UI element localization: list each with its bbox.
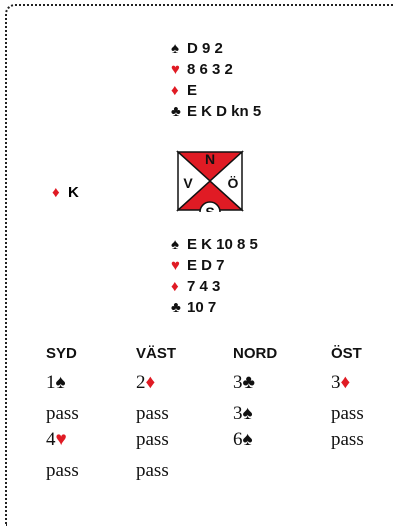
bid-cell: pass — [136, 403, 169, 424]
bid-cell: 3♦ — [331, 372, 350, 394]
bid-cell: 1♠ — [46, 372, 66, 394]
south-spades: E K 10 8 5 — [187, 236, 258, 253]
bid-cell: pass — [136, 460, 169, 481]
bid-cell: pass — [46, 403, 79, 424]
compass-south-circle — [199, 201, 221, 212]
club-icon: ♣ — [242, 372, 255, 393]
south-hand: ♠ E K 10 8 5 ♥ E D 7 ♦ 7 4 3 ♣ 10 7 — [171, 234, 258, 318]
north-diamonds: E — [187, 82, 198, 99]
bid-cell: pass — [331, 403, 364, 424]
compass-diagram: N V Ö S — [176, 150, 244, 212]
bid-level: 3 — [233, 372, 243, 393]
bid-level: 3 — [233, 403, 243, 424]
bid-level: 3 — [331, 372, 341, 393]
bid-cell: 6♠ — [233, 429, 253, 451]
club-icon: ♣ — [171, 103, 181, 120]
south-clubs-row: ♣ 10 7 — [171, 297, 258, 318]
south-diamonds-row: ♦ 7 4 3 — [171, 276, 258, 297]
heart-icon: ♥ — [171, 257, 180, 274]
west-lead-card: K — [68, 184, 79, 201]
west-lead: ♦K — [52, 184, 79, 201]
diagram-frame — [5, 4, 395, 526]
south-clubs: 10 7 — [187, 299, 217, 316]
compass-south-label: S — [205, 204, 214, 212]
north-hearts-row: ♥ 8 6 3 2 — [171, 59, 261, 80]
bid-cell: pass — [136, 429, 169, 450]
spade-icon: ♠ — [242, 429, 253, 450]
bid-cell: 2♦ — [136, 372, 155, 394]
bid-level: 1 — [46, 372, 56, 393]
compass-east-label: Ö — [228, 175, 239, 191]
bid-level: 2 — [136, 372, 146, 393]
bid-cell: pass — [331, 429, 364, 450]
bid-level: 6 — [233, 429, 243, 450]
compass-east-triangle — [208, 150, 243, 212]
diamond-icon: ♦ — [145, 372, 156, 393]
compass-west-label: V — [183, 175, 193, 191]
bid-header-east: ÖST — [331, 345, 362, 362]
spade-icon: ♠ — [171, 236, 179, 253]
spade-icon: ♠ — [171, 40, 179, 57]
bid-header-north: NORD — [233, 345, 278, 362]
heart-icon: ♥ — [171, 61, 180, 78]
north-spades: D 9 2 — [187, 40, 223, 57]
diamond-icon: ♦ — [171, 278, 179, 295]
club-icon: ♣ — [171, 299, 181, 316]
diamond-icon: ♦ — [340, 372, 351, 393]
compass-west-triangle — [177, 150, 212, 212]
bid-cell: 4♥ — [46, 429, 67, 451]
compass-north-label: N — [205, 151, 215, 167]
north-hearts: 8 6 3 2 — [187, 61, 233, 78]
diamond-icon: ♦ — [52, 184, 60, 201]
spade-icon: ♠ — [55, 372, 66, 393]
bid-cell: 3♠ — [233, 403, 253, 425]
north-hand: ♠D 9 2 ♥8 6 3 2 ♦E ♣E K D kn 5 — [171, 38, 261, 122]
south-spades-row: ♠ E K 10 8 5 — [171, 234, 258, 255]
north-clubs: E K D kn 5 — [187, 103, 262, 120]
bid-cell: 3♣ — [233, 372, 255, 394]
north-spades-row: ♠ D 9 2 — [171, 38, 261, 59]
bid-level: 4 — [46, 429, 56, 450]
south-diamonds: 7 4 3 — [187, 278, 221, 295]
bid-header-west: VÄST — [136, 345, 177, 362]
spade-icon: ♠ — [242, 403, 253, 424]
north-diamonds-row: ♦E — [171, 80, 261, 101]
heart-icon: ♥ — [55, 429, 67, 450]
bid-header-south: SYD — [46, 345, 77, 362]
south-hearts: E D 7 — [187, 257, 225, 274]
north-clubs-row: ♣ E K D kn 5 — [171, 101, 261, 122]
diamond-icon: ♦ — [171, 82, 179, 99]
south-hearts-row: ♥ E D 7 — [171, 255, 258, 276]
bid-cell: pass — [46, 460, 79, 481]
